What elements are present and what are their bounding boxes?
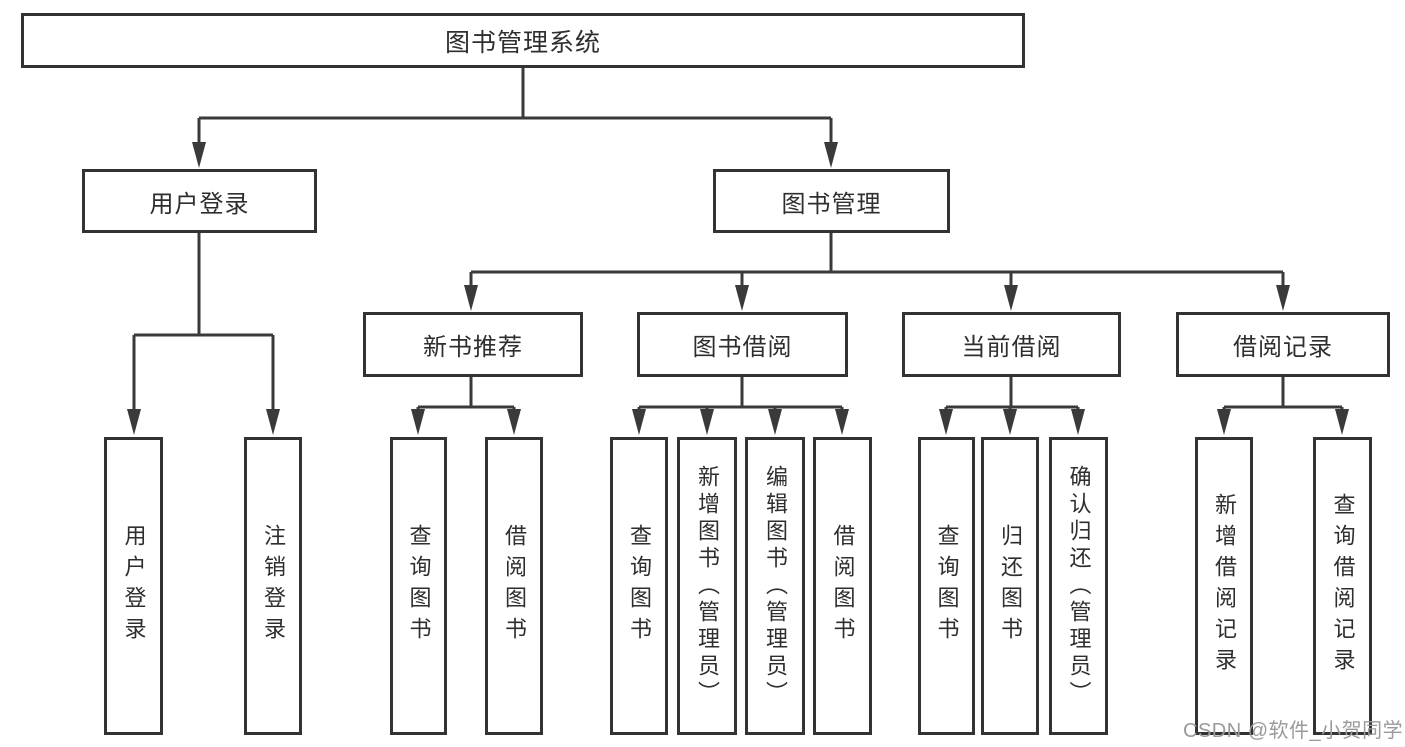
leaf-logout: 注销登录 <box>244 437 302 735</box>
connector-borrow-record-children <box>1217 377 1349 435</box>
leaf-borrow-query: 查询图书 <box>610 437 668 735</box>
leaf-record-add: 新增借阅记录 <box>1195 437 1253 735</box>
connector-new-book-children <box>411 377 521 435</box>
node-book-mgmt: 图书管理 <box>713 169 950 233</box>
node-new-book: 新书推荐 <box>363 312 583 377</box>
connector-user-login-children <box>127 233 280 435</box>
connector-book-borrow-children <box>632 377 849 435</box>
node-root: 图书管理系统 <box>21 13 1025 68</box>
leaf-borrow-add: 新增图书（管理员） <box>677 437 737 735</box>
node-current-borrow: 当前借阅 <box>902 312 1121 377</box>
node-book-borrow: 图书借阅 <box>637 312 848 377</box>
connector-root-to-level2 <box>192 68 838 168</box>
leaf-borrow-edit: 编辑图书（管理员） <box>745 437 805 735</box>
leaf-record-query: 查询借阅记录 <box>1313 437 1372 735</box>
leaf-current-query: 查询图书 <box>918 437 975 735</box>
csdn-watermark: CSDN @软件_小贺同学 <box>1183 720 1404 742</box>
leaf-user-login: 用户登录 <box>104 437 163 735</box>
leaf-newbook-borrow: 借阅图书 <box>485 437 543 735</box>
leaf-current-confirm: 确认归还（管理员） <box>1049 437 1108 735</box>
node-borrow-record: 借阅记录 <box>1176 312 1390 377</box>
leaf-borrow-borrow: 借阅图书 <box>813 437 872 735</box>
leaf-current-return: 归还图书 <box>981 437 1039 735</box>
connector-current-borrow-children <box>939 377 1085 435</box>
connector-book-mgmt-children <box>464 233 1290 311</box>
node-user-login: 用户登录 <box>82 169 317 233</box>
leaf-newbook-query: 查询图书 <box>390 437 447 735</box>
